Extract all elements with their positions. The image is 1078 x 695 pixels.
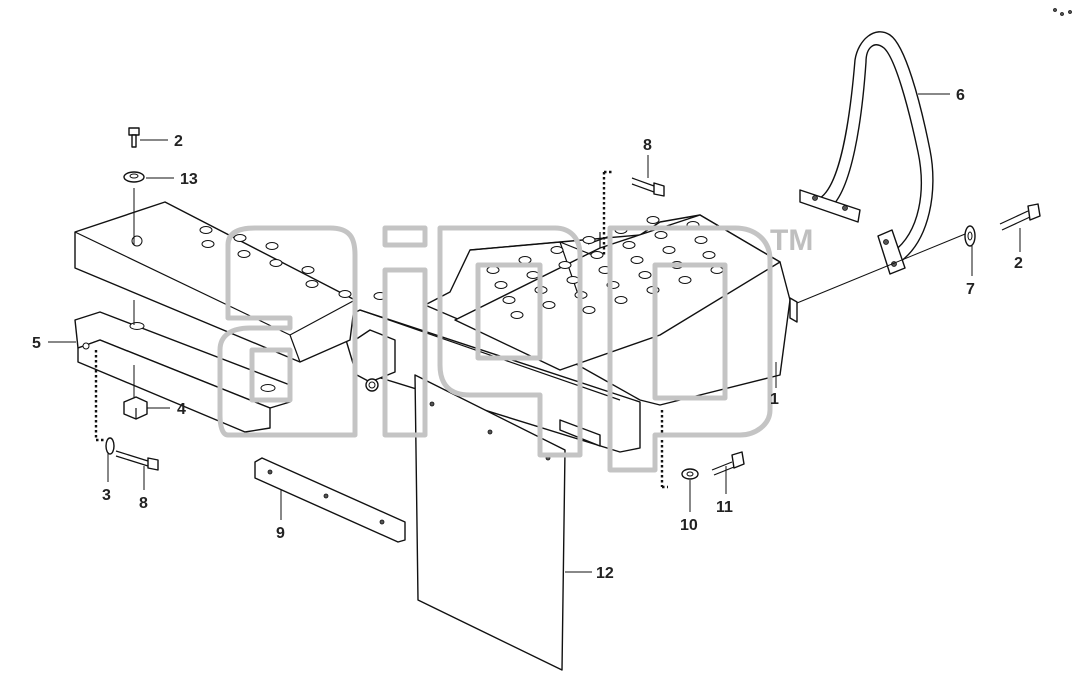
callout-2-right: 2 bbox=[1014, 255, 1023, 272]
tread-hole bbox=[710, 266, 724, 274]
callout-13: 13 bbox=[180, 171, 198, 188]
watermark-trademark: TM bbox=[770, 224, 813, 257]
corner-mark bbox=[1053, 8, 1072, 16]
tread-hole bbox=[502, 296, 516, 304]
callout-5: 5 bbox=[32, 335, 41, 352]
tread-hole bbox=[646, 216, 660, 224]
bolt-washer-left bbox=[123, 127, 145, 325]
watermark: TM bbox=[217, 224, 813, 473]
tread-hole bbox=[558, 261, 572, 269]
tread-hole bbox=[678, 276, 692, 284]
tread-hole bbox=[526, 271, 540, 279]
tread-hole bbox=[694, 236, 708, 244]
bolt-upper-part-8 bbox=[602, 170, 665, 255]
tread-hole bbox=[582, 306, 596, 314]
right-tread-holes bbox=[486, 216, 724, 319]
grab-handle-part-6 bbox=[796, 31, 971, 304]
bolt-washer-lower-left bbox=[94, 350, 159, 471]
tread-hole bbox=[510, 311, 524, 319]
callout-7: 7 bbox=[966, 281, 975, 298]
tread-hole bbox=[582, 236, 596, 244]
tread-hole bbox=[542, 301, 556, 309]
tread-hole bbox=[550, 246, 564, 254]
bolt-washer-right bbox=[964, 203, 1041, 247]
callout-8-bottom: 8 bbox=[139, 495, 148, 512]
mud-flap-part-12 bbox=[414, 374, 566, 671]
callout-11: 11 bbox=[716, 499, 733, 516]
callout-4: 4 bbox=[177, 401, 186, 418]
tread-hole bbox=[630, 256, 644, 264]
callout-labels: 1 2 2 3 4 5 6 7 8 8 9 10 11 12 13 bbox=[32, 87, 1023, 582]
callout-12: 12 bbox=[596, 565, 614, 582]
tread-hole bbox=[486, 266, 500, 274]
callout-2-left: 2 bbox=[174, 133, 183, 150]
tread-hole bbox=[638, 271, 652, 279]
tread-hole bbox=[566, 276, 580, 284]
nut-part-4 bbox=[123, 365, 148, 420]
callout-9: 9 bbox=[276, 525, 285, 542]
tread-hole bbox=[494, 281, 508, 289]
callout-8-top: 8 bbox=[643, 137, 652, 154]
tread-hole bbox=[590, 251, 604, 259]
tread-hole bbox=[622, 241, 636, 249]
callout-3: 3 bbox=[102, 487, 111, 504]
leader-lines bbox=[48, 93, 1021, 573]
tread-hole bbox=[654, 231, 668, 239]
callout-1: 1 bbox=[770, 391, 779, 408]
tread-hole bbox=[614, 296, 628, 304]
bolt-washer-lower-right bbox=[660, 410, 745, 489]
callout-10: 10 bbox=[680, 517, 698, 534]
tread-hole bbox=[702, 251, 716, 259]
callout-6: 6 bbox=[956, 87, 965, 104]
mudflap-strip-part-9 bbox=[254, 457, 406, 543]
tread-hole bbox=[518, 256, 532, 264]
tread-hole bbox=[662, 246, 676, 254]
